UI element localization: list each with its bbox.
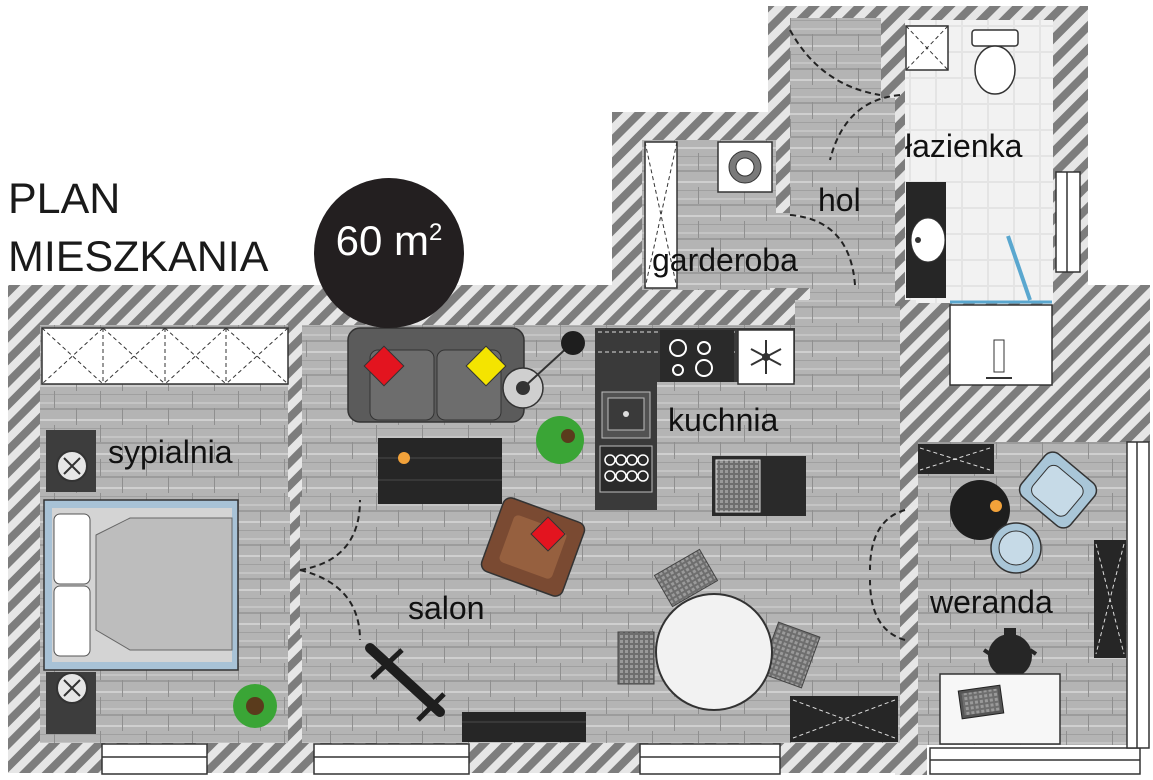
- dishwasher-icon: [599, 445, 653, 493]
- fridge-icon: [737, 329, 795, 385]
- red-cushion-icon: [363, 345, 405, 387]
- room-label-living-room: salon: [408, 590, 485, 626]
- floor-lamp-icon: [561, 331, 585, 355]
- chair-icon: [617, 548, 821, 689]
- washing-machine-icon: [717, 141, 773, 193]
- stove-icon: [660, 330, 734, 382]
- room-label-kitchen: kuchnia: [668, 402, 779, 438]
- plant-icon: [233, 684, 277, 728]
- armchair-icon: [1018, 451, 1098, 529]
- partitions: [288, 18, 1150, 745]
- side-table-icon: [950, 480, 1010, 540]
- wardrobe-furniture: [644, 141, 773, 289]
- door-arcs: [299, 29, 906, 641]
- plan-title-line2: MIESZKANIA: [8, 233, 269, 281]
- area-unit-superscript: 2: [429, 219, 443, 246]
- bathtub-icon: [949, 304, 1053, 386]
- living-room-furniture: [347, 327, 586, 742]
- room-label-veranda: weranda: [930, 584, 1053, 620]
- room-label-bathroom: łazienka: [905, 128, 1023, 164]
- windows: [101, 171, 1150, 775]
- room-label-wardrobe: garderoba: [652, 242, 798, 278]
- dining-table-icon: [655, 593, 773, 711]
- plant-icon: [536, 416, 584, 464]
- laptop-icon: [957, 684, 1005, 720]
- toilet-icon: [971, 29, 1019, 95]
- sink-icon: [601, 391, 651, 439]
- area-badge: 60 m2: [314, 178, 464, 328]
- veranda-furniture: [918, 444, 1126, 745]
- shower-tray-icon: [905, 25, 949, 71]
- guitar-icon: [365, 643, 446, 722]
- room-label-hall: hol: [818, 182, 861, 218]
- bathroom-furniture: [905, 25, 1053, 386]
- area-number: 60 m: [335, 217, 429, 264]
- area-value: 60 m2: [314, 220, 464, 262]
- dining-set: [617, 548, 898, 742]
- room-label-bedroom: sypialnia: [108, 434, 233, 470]
- washbasin-icon: [906, 182, 946, 298]
- stool-icon: [990, 522, 1042, 574]
- kitchen-island-icon: [712, 456, 806, 516]
- yellow-cushion-icon: [465, 345, 507, 387]
- kettle-icon: [982, 628, 1038, 678]
- kitchen-furniture: [595, 328, 806, 516]
- bedroom-furniture: [41, 327, 289, 734]
- armchair-icon: [480, 497, 586, 597]
- plan-title-line1: PLAN: [8, 175, 121, 223]
